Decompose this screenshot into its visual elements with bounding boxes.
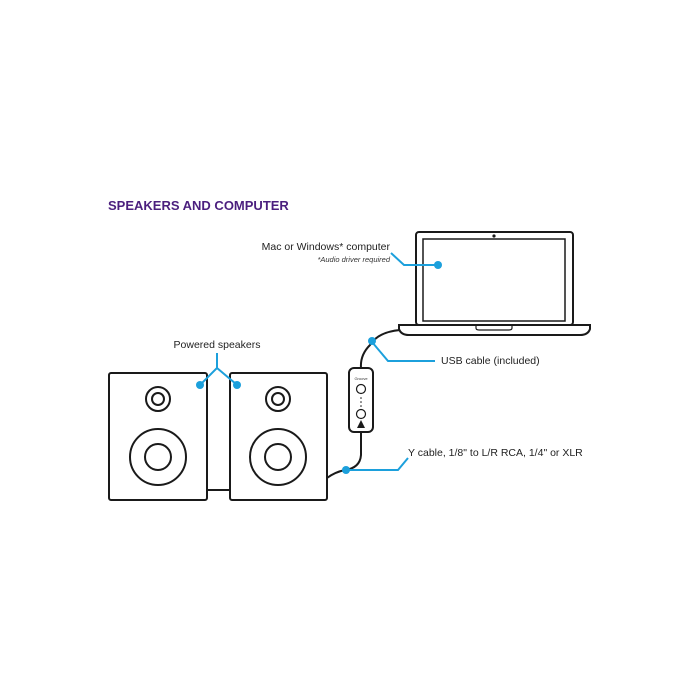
usb-label: USB cable (included) [441, 355, 540, 367]
right-speaker [229, 372, 328, 501]
volume-up-icon [355, 408, 367, 420]
usb-cable [359, 329, 401, 369]
speakers-callout: Powered speakers [174, 339, 261, 389]
apogee-logo-icon [357, 420, 365, 428]
ycable-label: Y cable, 1/8" to L/R RCA, 1/4" or XLR [408, 447, 583, 459]
speakers-label: Powered speakers [174, 339, 261, 351]
groove-dac: Groove [348, 367, 374, 433]
usb-callout: USB cable (included) [368, 337, 540, 367]
volume-down-icon [355, 383, 367, 395]
diagram-title: SPEAKERS AND COMPUTER [108, 198, 289, 213]
ycable-callout: Y cable, 1/8" to L/R RCA, 1/4" or XLR [342, 447, 583, 474]
device-label: Groove [354, 376, 368, 381]
camera-icon [492, 234, 496, 238]
computer-callout: Mac or Windows* computer *Audio driver r… [262, 241, 442, 269]
left-speaker [108, 372, 208, 501]
computer-label: Mac or Windows* computer [262, 241, 391, 253]
laptop [398, 231, 591, 336]
computer-note: *Audio driver required [317, 255, 390, 264]
